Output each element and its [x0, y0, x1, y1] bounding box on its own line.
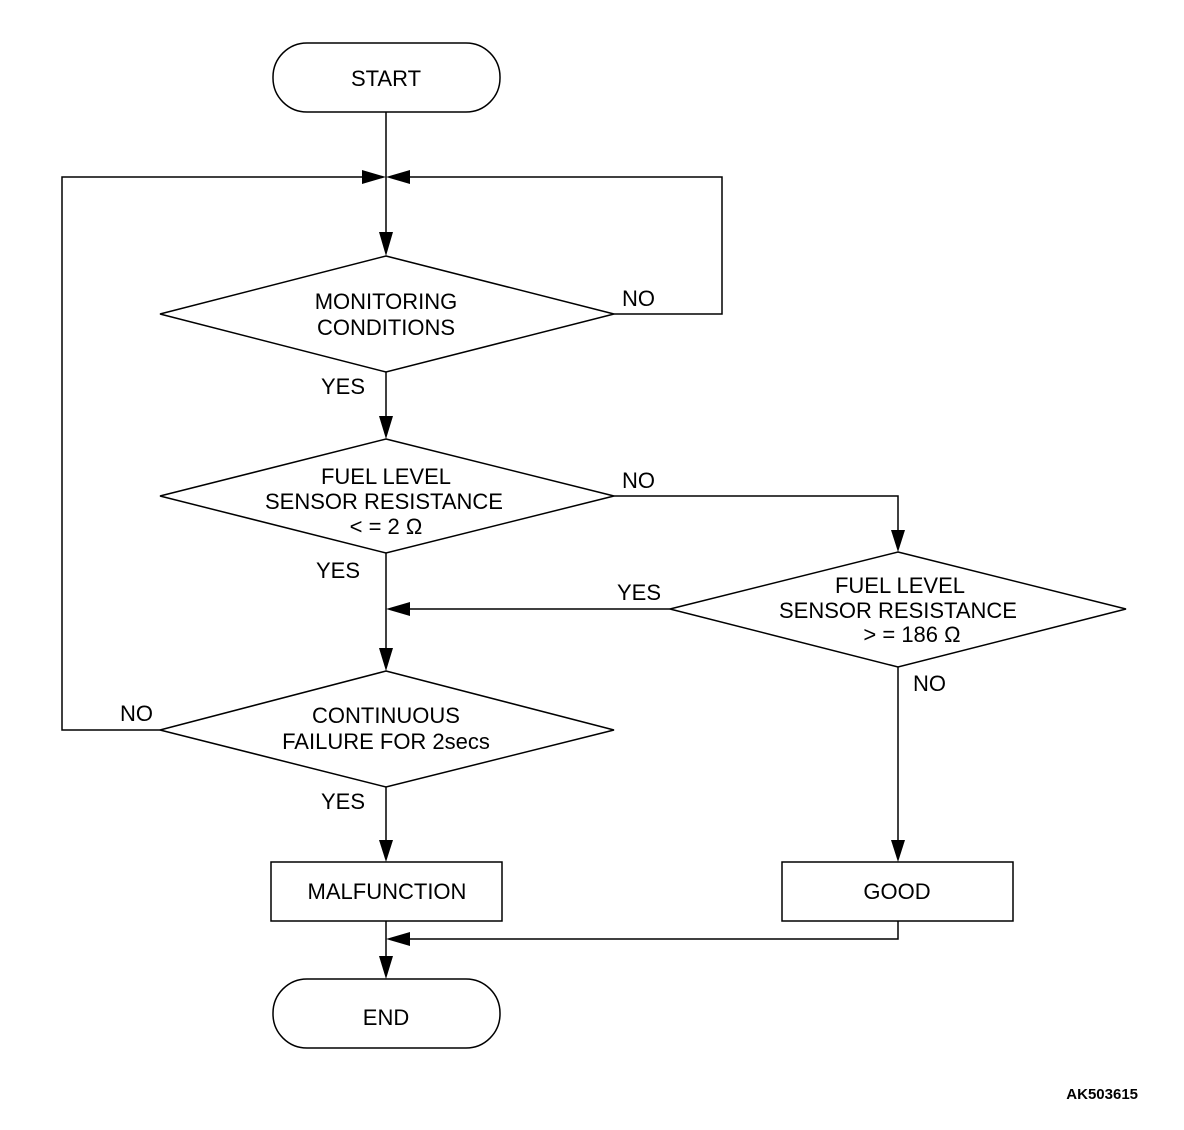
- continuous-failure-decision: CONTINUOUS FAILURE FOR 2secs: [159, 670, 615, 788]
- arrow-good-merge: [386, 932, 410, 946]
- continuous-line-2: FAILURE FOR 2secs: [282, 729, 490, 754]
- edge-monitoring-no-loop: [402, 176, 723, 315]
- connectors: [61, 112, 905, 979]
- high-check-line-2: SENSOR RESISTANCE: [779, 598, 1017, 623]
- arrow-into-monitoring: [379, 232, 393, 256]
- start-label: START: [351, 66, 421, 91]
- high-check-line-3: > = 186 Ω: [863, 622, 960, 647]
- arrow-into-malfunction: [379, 840, 393, 862]
- monitoring-conditions-decision: MONITORING CONDITIONS: [159, 255, 615, 373]
- arrow-into-good: [891, 840, 905, 862]
- monitoring-label-line-2: CONDITIONS: [317, 315, 455, 340]
- arrow-continuous-no-loop: [362, 170, 386, 184]
- low-check-line-3: < = 2 Ω: [350, 514, 423, 539]
- arrow-into-end: [379, 956, 393, 979]
- arrow-into-continuous: [379, 648, 393, 671]
- end-terminal: END: [272, 978, 501, 1049]
- low-resistance-decision: FUEL LEVEL SENSOR RESISTANCE < = 2 Ω: [159, 438, 615, 554]
- edge-good-to-end: [402, 921, 899, 940]
- monitoring-label-line-1: MONITORING: [315, 289, 458, 314]
- label-monitoring-no: NO: [622, 286, 655, 311]
- high-check-line-1: FUEL LEVEL: [835, 573, 965, 598]
- low-check-line-1: FUEL LEVEL: [321, 464, 451, 489]
- arrow-into-low-check: [379, 416, 393, 439]
- arrow-monitoring-no-loop: [386, 170, 410, 184]
- edge-continuous-no-loop: [61, 176, 370, 731]
- label-high-no: NO: [913, 671, 946, 696]
- label-high-yes: YES: [617, 580, 661, 605]
- edge-low-no: [614, 495, 899, 538]
- label-continuous-yes: YES: [321, 789, 365, 814]
- label-low-yes: YES: [316, 558, 360, 583]
- low-check-line-2: SENSOR RESISTANCE: [265, 489, 503, 514]
- high-resistance-decision: FUEL LEVEL SENSOR RESISTANCE > = 186 Ω: [669, 551, 1127, 668]
- continuous-line-1: CONTINUOUS: [312, 703, 460, 728]
- end-label: END: [363, 1005, 409, 1030]
- start-terminal: START: [272, 42, 501, 113]
- figure-id: AK503615: [1066, 1086, 1138, 1103]
- edge-labels: NO YES NO YES YES NO NO YES: [120, 286, 946, 814]
- malfunction-label: MALFUNCTION: [308, 879, 467, 904]
- label-monitoring-yes: YES: [321, 374, 365, 399]
- arrow-into-high-check: [891, 530, 905, 552]
- label-continuous-no: NO: [120, 701, 153, 726]
- label-low-no: NO: [622, 468, 655, 493]
- malfunction-box: MALFUNCTION: [270, 861, 503, 922]
- arrow-high-yes: [386, 602, 410, 616]
- good-label: GOOD: [863, 879, 930, 904]
- good-box: GOOD: [781, 861, 1014, 922]
